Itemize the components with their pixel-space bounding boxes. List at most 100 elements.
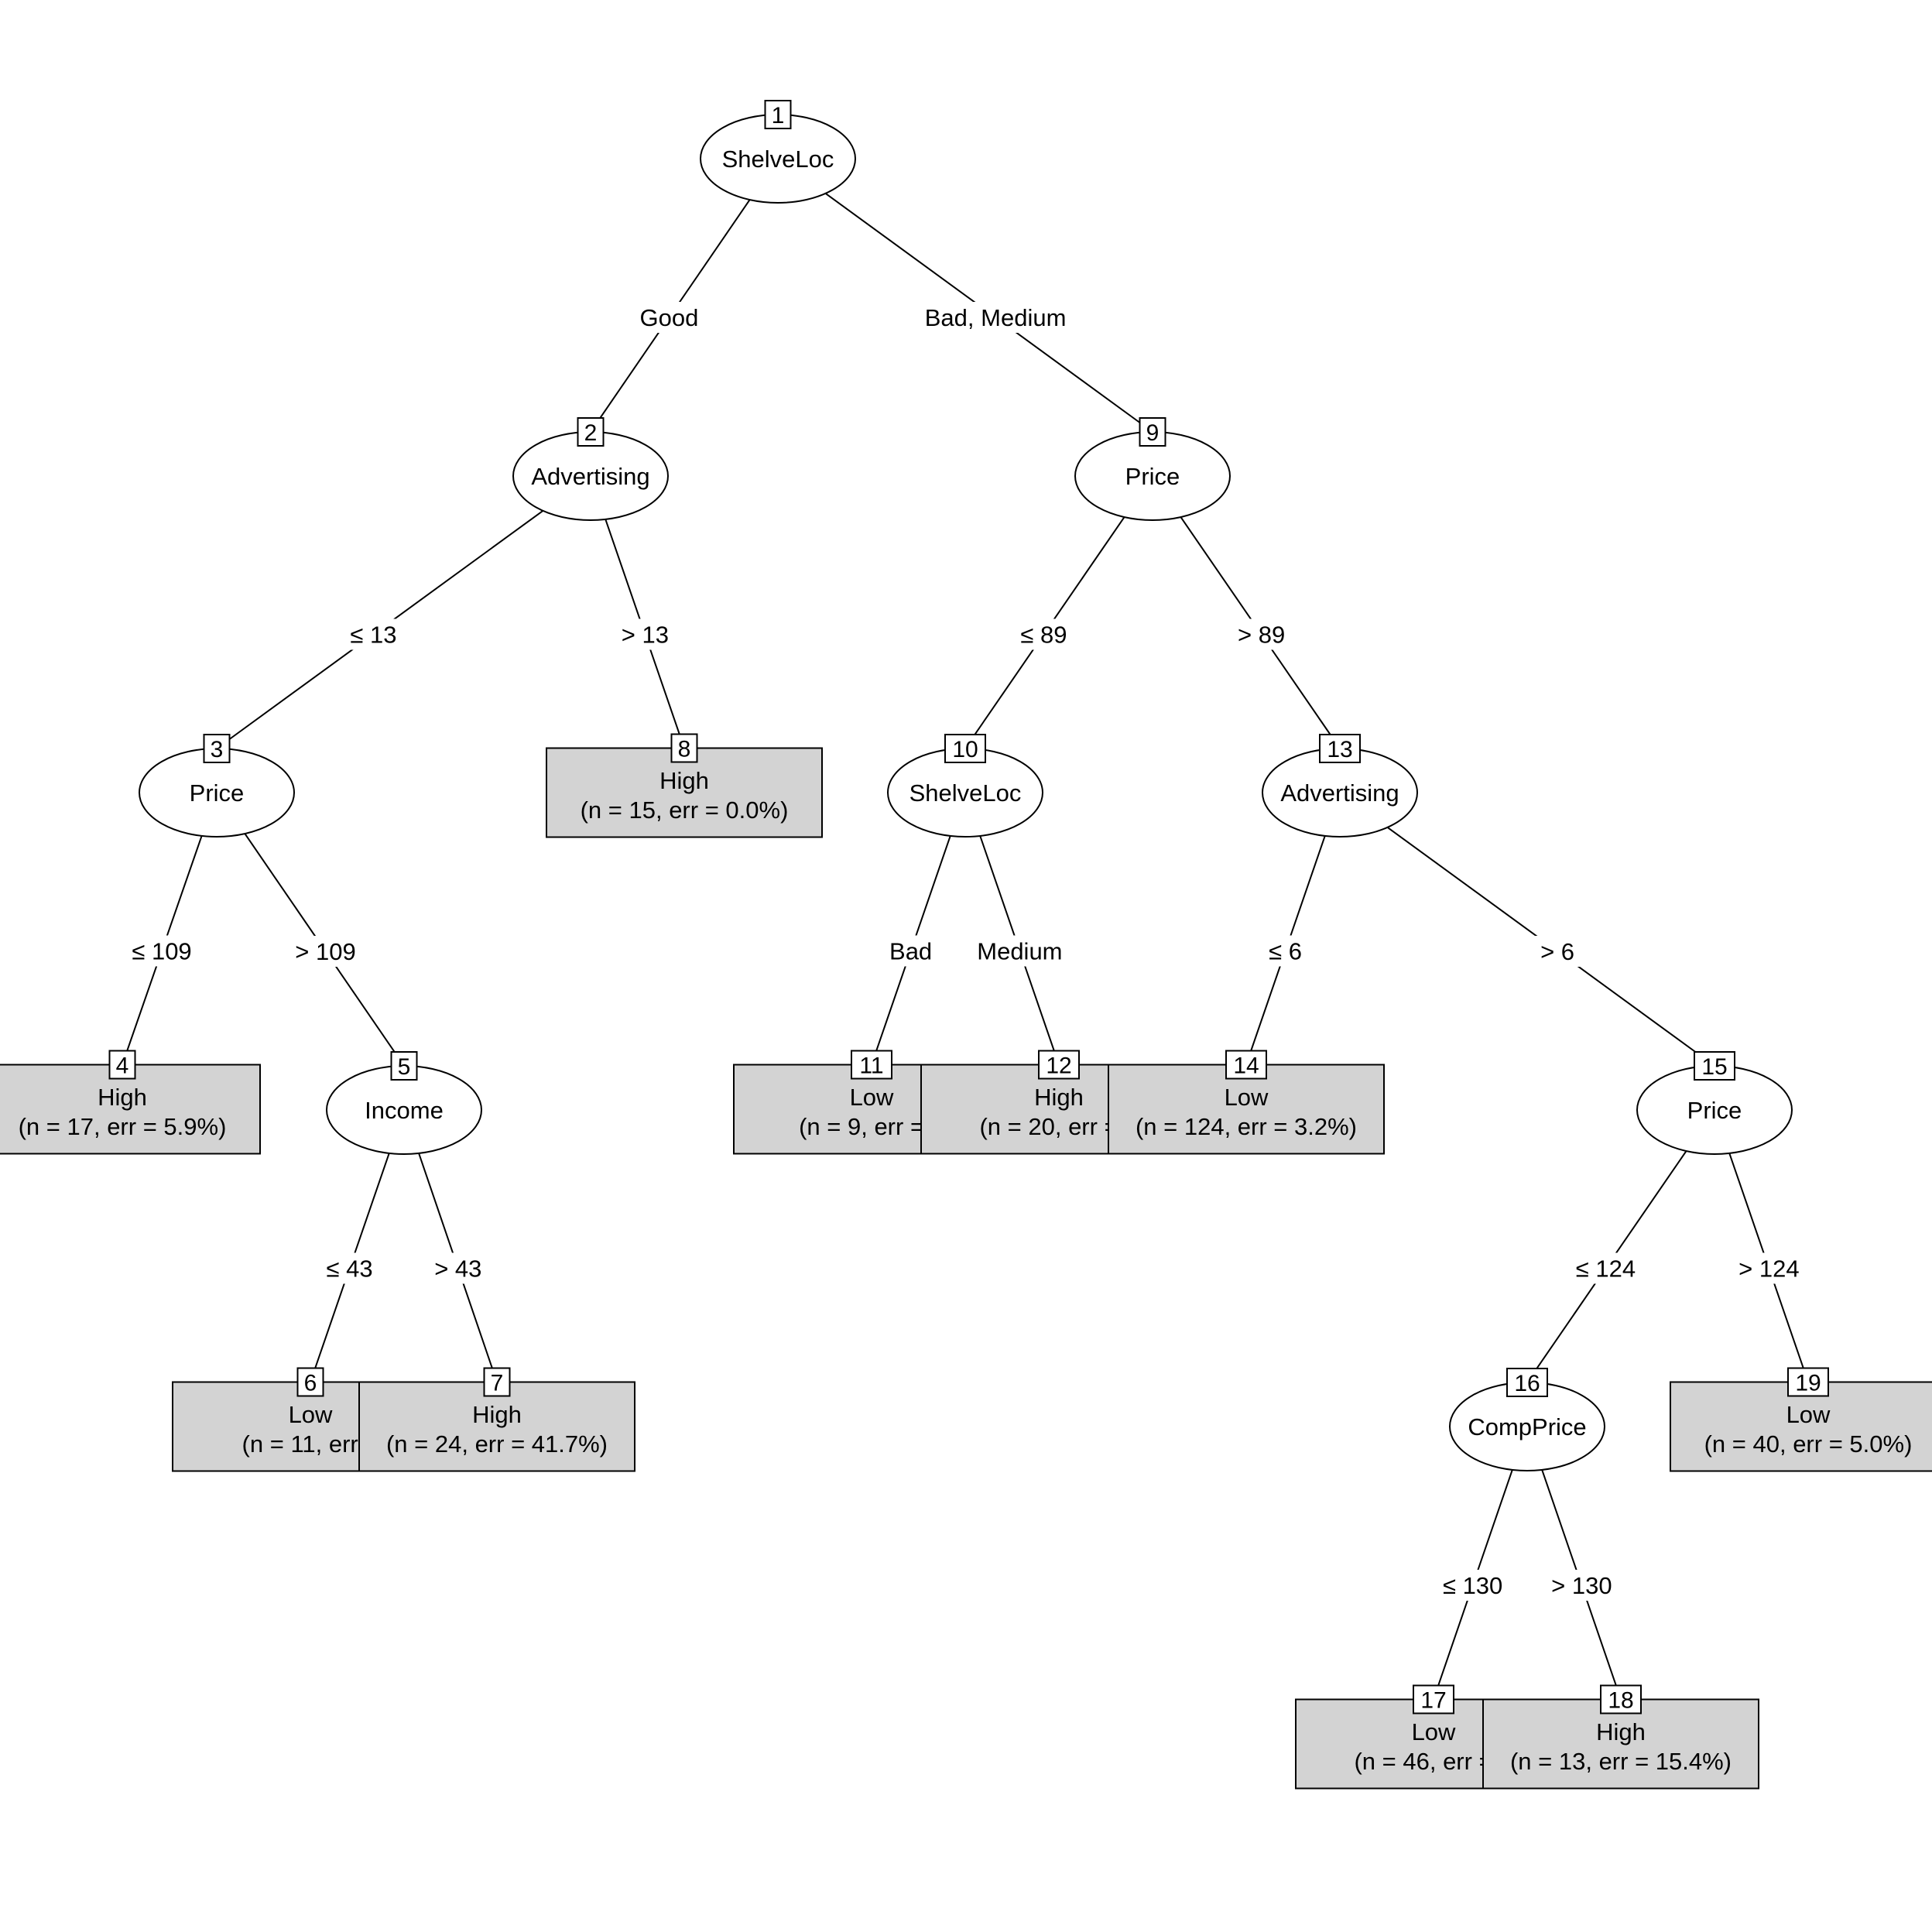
node-id: 14 xyxy=(1233,1053,1259,1079)
edge-label: > 43 xyxy=(434,1255,481,1283)
edge-label-background xyxy=(1732,1252,1806,1284)
split-variable: Price xyxy=(190,779,245,807)
node-id: 18 xyxy=(1608,1688,1633,1714)
edge-label: > 124 xyxy=(1738,1255,1799,1283)
edge-label-background xyxy=(1231,618,1292,650)
split-variable: Advertising xyxy=(1280,779,1399,807)
node-id-box xyxy=(1225,1050,1267,1080)
edge-label: > 6 xyxy=(1540,938,1574,965)
node-id-box xyxy=(1694,1051,1735,1081)
edge-label: Bad, Medium xyxy=(925,304,1067,331)
leaf-class: High xyxy=(1034,1084,1084,1111)
node-1: ShelveLoc 1 xyxy=(700,100,856,204)
leaf-box xyxy=(358,1381,635,1472)
node-id: 2 xyxy=(584,420,598,446)
leaf-class: Low xyxy=(289,1401,333,1428)
edge-label-background xyxy=(289,936,363,967)
node-2: Advertising 2 xyxy=(512,417,669,521)
node-id: 17 xyxy=(1420,1688,1446,1714)
split-variable: Price xyxy=(1687,1097,1742,1124)
node-14: Low(n = 124, err = 3.2%) 14 xyxy=(1108,1050,1385,1155)
node-id: 13 xyxy=(1327,737,1352,762)
node-9: Price 9 xyxy=(1074,417,1231,521)
node-id: 19 xyxy=(1795,1371,1821,1396)
node-id: 7 xyxy=(491,1371,504,1396)
split-variable: Advertising xyxy=(531,463,649,490)
edge-label: > 13 xyxy=(622,622,669,649)
leaf-stats: (n = 9, err = 3 xyxy=(799,1113,944,1140)
split-variable: CompPrice xyxy=(1468,1413,1586,1440)
split-variable: ShelveLoc xyxy=(722,146,834,173)
edge-label-background xyxy=(343,618,404,650)
node-id: 15 xyxy=(1701,1054,1727,1080)
node-15: Price 15 xyxy=(1636,1051,1793,1155)
leaf-box xyxy=(546,747,823,838)
edge-label: > 109 xyxy=(295,938,355,965)
edge-label: ≤ 109 xyxy=(132,938,191,965)
node-id: 8 xyxy=(678,737,691,762)
node-4: High(n = 17, err = 5.9%)4 xyxy=(0,1050,261,1155)
node-3: Price 3 xyxy=(139,734,295,838)
node-id-box xyxy=(1319,734,1361,763)
node-id-box xyxy=(944,734,986,763)
node-id-box xyxy=(1506,1368,1548,1397)
node-id-box xyxy=(203,734,231,763)
edge-label-background xyxy=(919,302,1072,333)
node-7: High(n = 24, err = 41.7%) 7 xyxy=(358,1367,635,1472)
node-id-box xyxy=(764,100,792,129)
leaf-class: High xyxy=(472,1401,522,1428)
edge-label: ≤ 130 xyxy=(1443,1572,1502,1599)
node-id-box xyxy=(296,1367,324,1397)
node-id: 12 xyxy=(1046,1053,1071,1079)
edge-label: ≤ 13 xyxy=(350,622,396,649)
node-id-box xyxy=(1038,1050,1080,1080)
edge-label-background xyxy=(639,302,700,333)
edge-label-background xyxy=(427,1252,488,1284)
leaf-box xyxy=(1482,1698,1759,1790)
edge-label: Good xyxy=(640,304,699,331)
leaf-stats: (n = 124, err = 3.2%) xyxy=(1136,1113,1357,1140)
edge-label-background xyxy=(319,1252,380,1284)
leaf-class: Low xyxy=(1786,1401,1831,1428)
node-id: 11 xyxy=(859,1053,883,1079)
node-id-box xyxy=(1787,1367,1829,1397)
edge-label-background xyxy=(887,935,935,967)
node-id-box xyxy=(390,1051,418,1081)
node-18: High (n = 13, err = 15.4%) 18 xyxy=(1482,1684,1759,1790)
edge-label-background xyxy=(1544,1570,1619,1601)
leaf-class: High xyxy=(98,1084,147,1111)
node-id-box xyxy=(670,733,698,763)
split-variable: Price xyxy=(1125,463,1180,490)
node-13: Advertising 13 xyxy=(1262,734,1418,838)
node-id: 10 xyxy=(952,737,978,762)
node-id: 1 xyxy=(772,103,785,128)
node-id: 5 xyxy=(398,1054,411,1080)
leaf-class: High xyxy=(1596,1718,1646,1745)
node-id: 6 xyxy=(304,1371,317,1396)
leaf-stats: (n = 40, err = 5.0%) xyxy=(1704,1430,1913,1458)
edge-label-background xyxy=(1436,1570,1510,1601)
leaf-box xyxy=(1108,1064,1385,1155)
leaf-class: Low xyxy=(850,1084,894,1111)
node-id-box xyxy=(1600,1684,1642,1714)
leaf-class: Low xyxy=(1412,1718,1456,1745)
leaf-class: Low xyxy=(1225,1084,1269,1111)
node-id: 9 xyxy=(1146,420,1160,446)
leaf-stats: (n = 15, err = 0.0%) xyxy=(581,796,789,824)
edge-label-background xyxy=(615,618,676,650)
leaf-stats: (n = 24, err = 41.7%) xyxy=(386,1430,608,1458)
leaf-stats: (n = 13, err = 15.4%) xyxy=(1510,1748,1732,1775)
edge-label-background xyxy=(125,935,199,967)
edge-label-background xyxy=(976,935,1064,967)
node-id-box xyxy=(483,1367,511,1397)
edge-label: > 89 xyxy=(1238,622,1285,649)
node-id: 3 xyxy=(211,737,224,762)
edge-label-background xyxy=(1013,618,1074,650)
node-id-box xyxy=(108,1050,136,1080)
edge-label: Medium xyxy=(977,938,1062,965)
